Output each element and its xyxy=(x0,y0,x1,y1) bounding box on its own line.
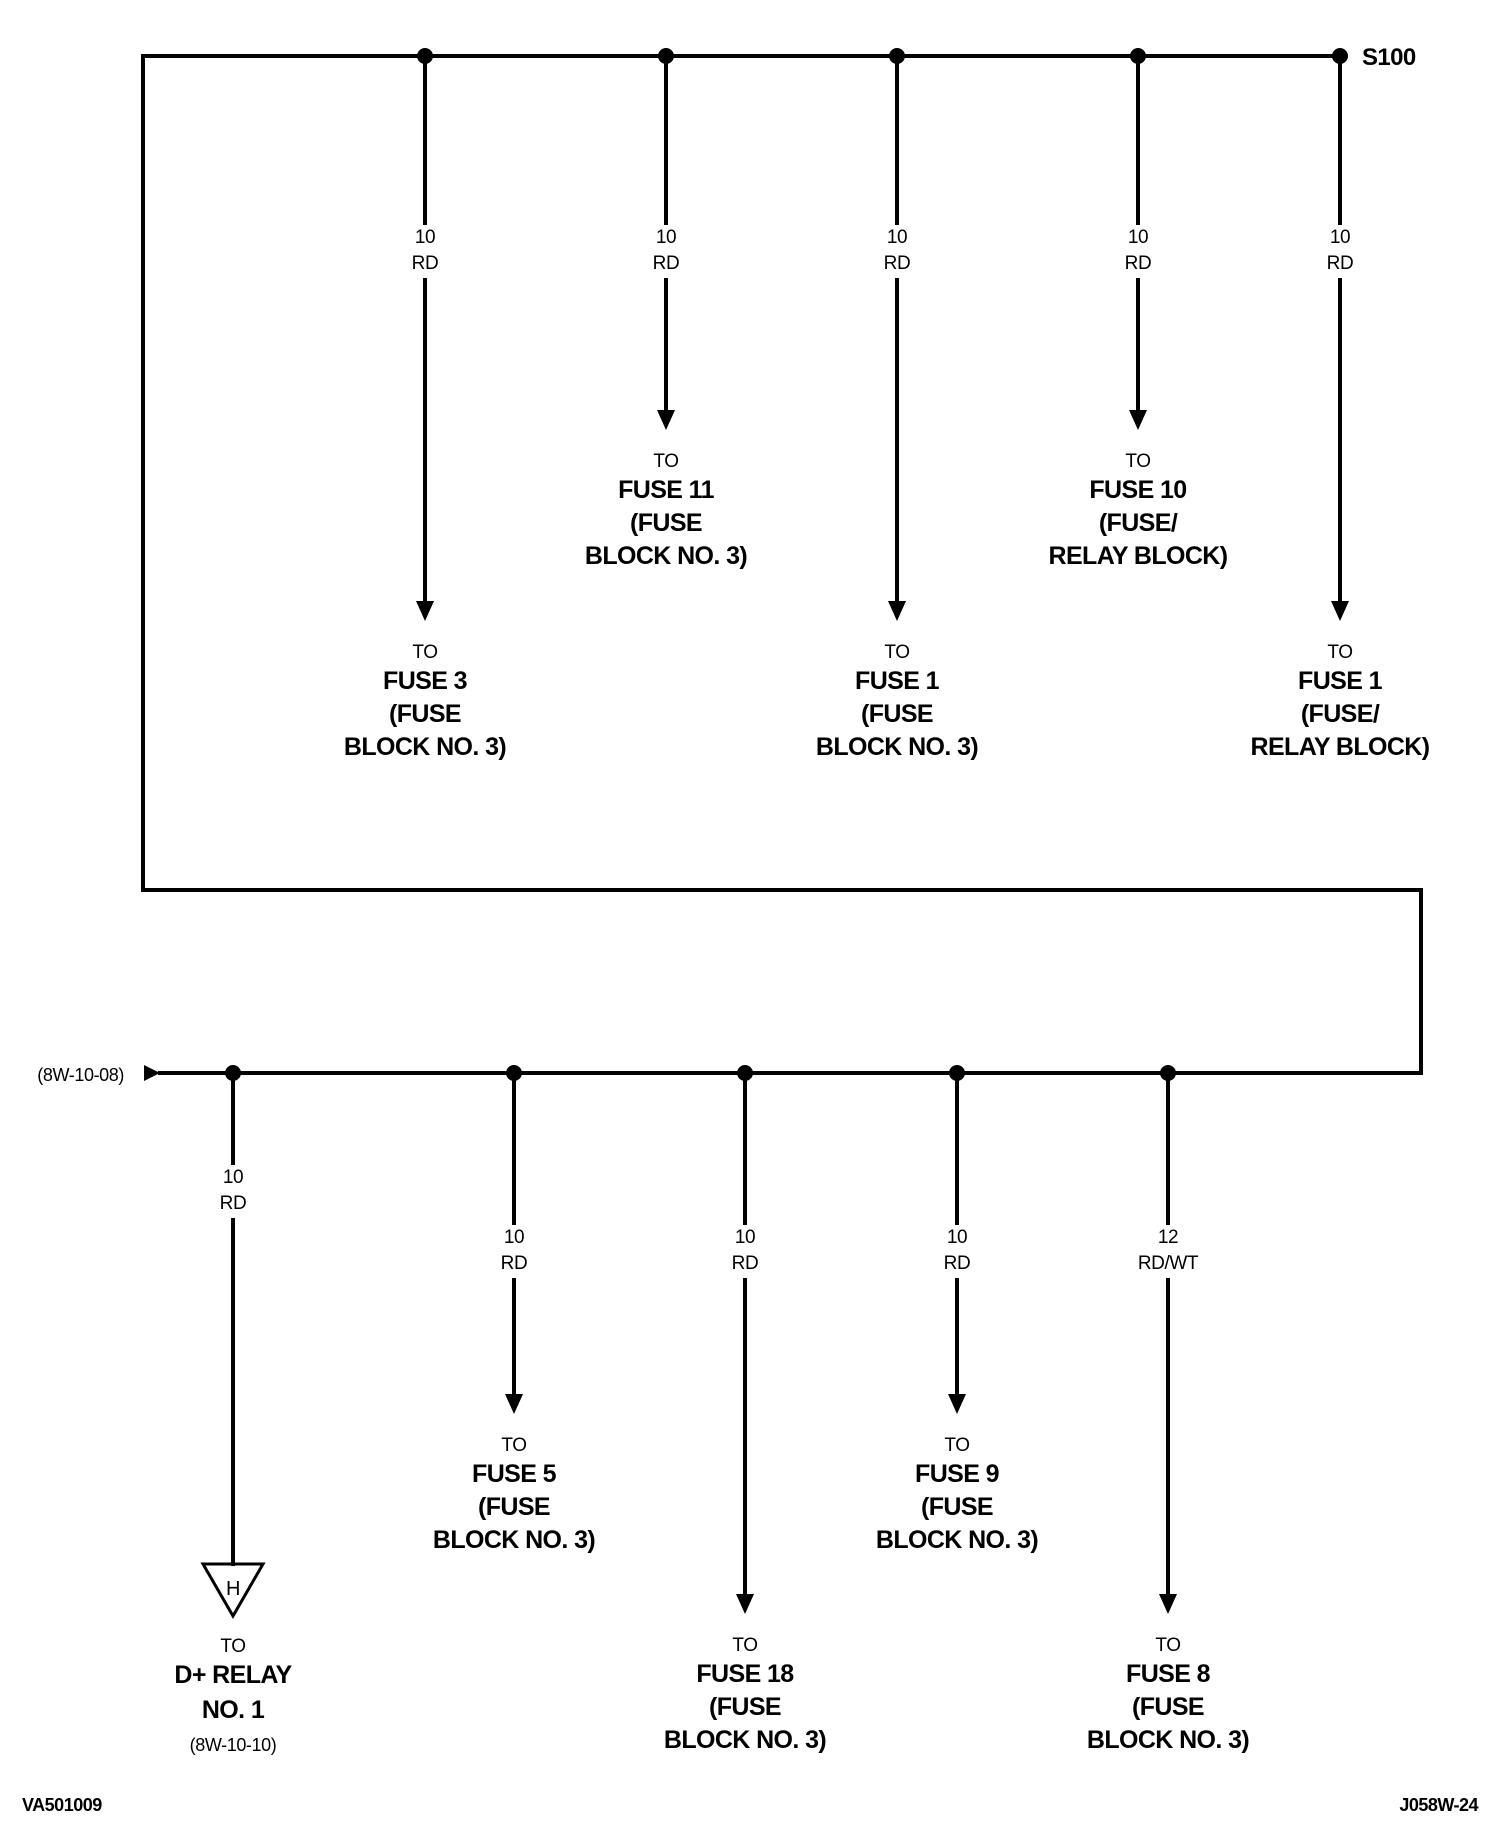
diagram-code-left: VA501009 xyxy=(22,1795,102,1815)
top-branch-2-splice-dot xyxy=(658,48,674,64)
bottom-branch-2-dest-line-3: BLOCK NO. 3) xyxy=(433,1526,596,1554)
top-branch-5-dest-to-label: TO xyxy=(1327,642,1352,663)
top-branch-1-dest-line-1: FUSE 3 xyxy=(383,667,467,695)
top-branch-3-dest-line-2: (FUSE xyxy=(861,700,933,728)
bottom-branch-3-splice-dot xyxy=(737,1065,753,1081)
top-branch-4-splice-dot xyxy=(1130,48,1146,64)
top-branch-4-dest-line-3: RELAY BLOCK) xyxy=(1049,542,1228,570)
bottom-branch-1-gauge: 10 xyxy=(223,1167,243,1188)
top-branch-4-color: RD xyxy=(1125,253,1152,274)
top-branch-3-dest-line-1: FUSE 1 xyxy=(855,667,940,695)
top-branch-1-color: RD xyxy=(412,253,439,274)
top-branch-3-dest-to-label: TO xyxy=(884,642,909,663)
top-branch-4-dest-line-1: FUSE 10 xyxy=(1089,476,1186,504)
bottom-branch-5-dest-to-label: TO xyxy=(1155,1635,1180,1656)
top-branch-1-arrow xyxy=(416,601,434,621)
top-branch-5-arrow xyxy=(1331,601,1349,621)
top-branch-3-color: RD xyxy=(884,253,911,274)
bottom-branch-3-gauge: 10 xyxy=(735,1227,755,1248)
top-branch-2-dest-line-2: (FUSE xyxy=(630,509,702,537)
bottom-branch-1-splice-dot xyxy=(225,1065,241,1081)
bottom-branch-4-dest-line-2: (FUSE xyxy=(921,1493,993,1521)
top-branch-2-color: RD xyxy=(653,253,680,274)
bottom-branch-5-arrow xyxy=(1159,1594,1177,1614)
bottom-branch-3-arrow xyxy=(736,1594,754,1614)
top-branch-4-gauge: 10 xyxy=(1128,227,1148,248)
top-branch-3-arrow xyxy=(888,601,906,621)
wire-paths xyxy=(141,54,1423,1598)
top-branch-1-gauge: 10 xyxy=(415,227,435,248)
bottom-branch-2-gauge: 10 xyxy=(504,1227,524,1248)
bottom-branch-2-dest-line-1: FUSE 5 xyxy=(472,1460,557,1488)
bottom-branch-4-color: RD xyxy=(944,1253,971,1274)
top-branch-1-dest-line-2: (FUSE xyxy=(389,700,461,728)
bottom-branch-1-ref: (8W-10-10) xyxy=(190,1735,277,1755)
bottom-branch-3-dest-line-2: (FUSE xyxy=(709,1693,781,1721)
top-branch-2-gauge: 10 xyxy=(656,227,676,248)
bottom-branch-4-gauge: 10 xyxy=(947,1227,967,1248)
bottom-branch-5-dest-line-3: BLOCK NO. 3) xyxy=(1087,1726,1250,1754)
top-branch-3-splice-dot xyxy=(889,48,905,64)
top-branch-1-dest-to-label: TO xyxy=(412,642,437,663)
top-branch-3-gauge: 10 xyxy=(887,227,907,248)
diagram-code-right: J058W-24 xyxy=(1399,1795,1478,1815)
bottom-branch-1-dest-line-2: NO. 1 xyxy=(202,1696,265,1724)
top-branch-5-gauge: 10 xyxy=(1330,227,1350,248)
bottom-branch-1-dest-to-label: TO xyxy=(220,1636,245,1657)
bottom-branch-4-splice-dot xyxy=(949,1065,965,1081)
top-branch-3-dest-line-3: BLOCK NO. 3) xyxy=(816,733,979,761)
bottom-branch-2-color: RD xyxy=(501,1253,528,1274)
bottom-branch-3-dest-to-label: TO xyxy=(732,1635,757,1656)
top-branch-1-splice-dot xyxy=(417,48,433,64)
top-branch-5-dest-line-1: FUSE 1 xyxy=(1298,667,1383,695)
bottom-branch-4-dest-line-1: FUSE 9 xyxy=(915,1460,999,1488)
bottom-branch-2-dest-line-2: (FUSE xyxy=(478,1493,550,1521)
top-branch-4-dest-to-label: TO xyxy=(1125,451,1150,472)
top-branch-2-dest-line-3: BLOCK NO. 3) xyxy=(585,542,748,570)
bottom-branch-1-color: RD xyxy=(220,1193,247,1214)
bottom-branch-3-dest-line-1: FUSE 18 xyxy=(696,1660,794,1688)
bottom-branch-4-dest-line-3: BLOCK NO. 3) xyxy=(876,1526,1039,1554)
input-arrow xyxy=(144,1065,160,1081)
top-branch-4-dest-line-2: (FUSE/ xyxy=(1099,509,1178,537)
bottom-branch-5-splice-dot xyxy=(1160,1065,1176,1081)
bottom-branch-1-connector-letter: H xyxy=(226,1578,240,1600)
bottom-branch-5-color: RD/WT xyxy=(1138,1253,1199,1274)
input-ref: (8W-10-08) xyxy=(37,1065,124,1085)
bottom-branch-5-dest-line-2: (FUSE xyxy=(1132,1693,1204,1721)
top-branch-1-dest-line-3: BLOCK NO. 3) xyxy=(344,733,507,761)
bottom-branch-5-dest-line-1: FUSE 8 xyxy=(1126,1660,1211,1688)
top-branch-5-dest-line-2: (FUSE/ xyxy=(1301,700,1380,728)
top-branch-5-dest-line-3: RELAY BLOCK) xyxy=(1251,733,1430,761)
top-branch-5-splice-dot xyxy=(1332,48,1348,64)
bottom-branch-1-connector-triangle xyxy=(200,1562,266,1620)
bottom-branch-5-gauge: 12 xyxy=(1158,1227,1178,1248)
top-branch-4-arrow xyxy=(1129,410,1147,430)
bottom-branch-4-dest-to-label: TO xyxy=(944,1435,969,1456)
bottom-branch-3-color: RD xyxy=(732,1253,759,1274)
bottom-branch-2-arrow xyxy=(505,1394,523,1414)
bottom-branch-3-dest-line-3: BLOCK NO. 3) xyxy=(664,1726,827,1754)
top-branch-5-color: RD xyxy=(1327,253,1354,274)
bottom-branch-2-splice-dot xyxy=(506,1065,522,1081)
top-branch-2-dest-to-label: TO xyxy=(653,451,678,472)
top-branch-2-arrow xyxy=(657,410,675,430)
bottom-branch-1-dest-line-1: D+ RELAY xyxy=(174,1661,292,1689)
top-branch-2-dest-line-1: FUSE 11 xyxy=(618,476,715,504)
splice-label: S100 xyxy=(1362,44,1416,71)
bottom-branch-4-arrow xyxy=(948,1394,966,1414)
bottom-branch-2-dest-to-label: TO xyxy=(501,1435,526,1456)
